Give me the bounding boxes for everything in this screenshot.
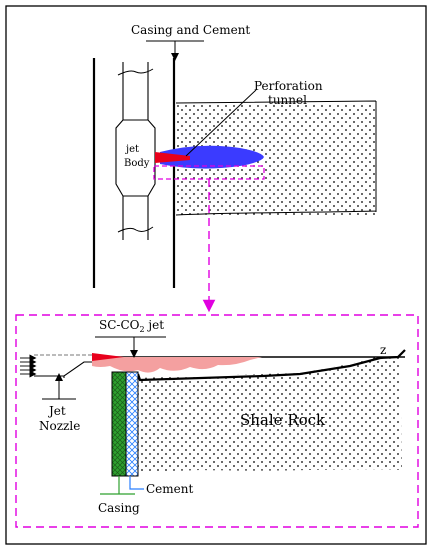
tubing-break-top xyxy=(117,68,154,76)
outer-frame xyxy=(5,5,427,545)
tubing xyxy=(122,62,149,240)
perforation-label-line1: Perforation xyxy=(254,79,323,93)
nozzle-flow-arrows xyxy=(20,354,37,378)
shale-rock-label: Shale Rock xyxy=(240,411,326,429)
sc-co2-label: SC-CO2 jet xyxy=(99,318,164,334)
detail-view: z Jet Nozzle SC-CO2 jet Shale Rock Cemen… xyxy=(15,314,419,528)
jet-body-label-line1: jet xyxy=(125,144,139,155)
casing-leader xyxy=(100,476,135,495)
wellbore-view: jet Body Casing and Cement Perforation t… xyxy=(92,23,377,288)
jet-body-label-line2: Body xyxy=(124,158,150,169)
perforation-label-line2: tunnel xyxy=(268,93,307,107)
cement-label: Cement xyxy=(146,482,193,496)
casing-cement-label: Casing and Cement xyxy=(131,23,250,37)
shale-rock-detail xyxy=(138,356,402,472)
tubing-break-bottom xyxy=(117,226,154,233)
cement-leader xyxy=(129,476,144,490)
jet-body xyxy=(115,119,156,197)
z-axis-label: z xyxy=(380,343,386,357)
perforation-pointer xyxy=(185,89,257,157)
sc-co2-plume xyxy=(92,357,262,373)
sc-co2-core xyxy=(92,353,124,361)
cement-layer xyxy=(125,371,139,477)
red-jet xyxy=(155,152,190,163)
casing-layer xyxy=(111,371,127,477)
perforation-tunnel xyxy=(160,145,264,169)
jet-nozzle xyxy=(34,361,92,378)
jet-nozzle-label-line2: Nozzle xyxy=(39,419,80,433)
rock-break-line xyxy=(175,100,377,216)
casing-label: Casing xyxy=(98,501,140,515)
detail-frame xyxy=(15,314,419,528)
jet-nozzle-label-line1: Jet xyxy=(47,404,66,418)
